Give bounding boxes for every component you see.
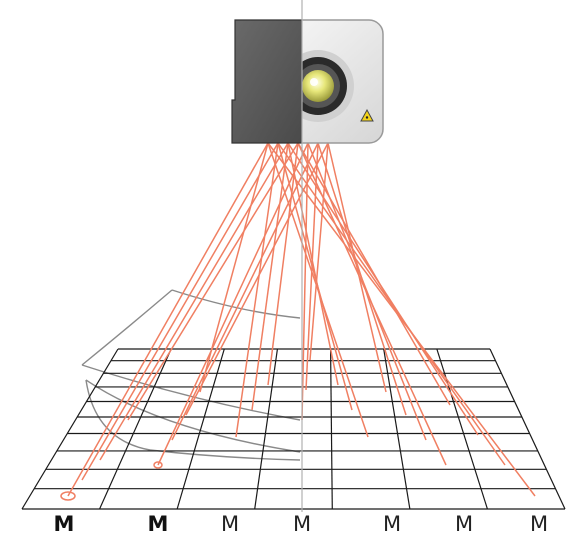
projection-beam <box>127 142 299 421</box>
projection-beams <box>60 142 536 501</box>
grid-column-line <box>436 348 489 510</box>
laser-warning-icon <box>360 108 374 122</box>
projection-beam <box>267 142 299 386</box>
projection-beam <box>251 142 289 411</box>
grid-column-line <box>383 348 411 510</box>
grid-column-line <box>254 348 279 510</box>
projection-beam <box>309 142 329 361</box>
beam-spot <box>153 461 163 469</box>
camera-lens <box>302 50 354 122</box>
projector-camera-icon <box>231 19 384 144</box>
projection-beam <box>267 142 536 497</box>
projection-beam <box>157 142 309 466</box>
projection-beam <box>99 142 289 461</box>
marker-label-2: M <box>147 512 169 536</box>
projection-beam <box>327 142 387 393</box>
projection-beam <box>171 142 319 441</box>
beam-spot <box>60 491 76 501</box>
projection-beam <box>81 142 279 481</box>
projection-beam <box>307 142 427 441</box>
grid-column-line <box>329 348 333 510</box>
marker-label-1: M <box>53 512 75 536</box>
grid-column-line <box>176 348 225 510</box>
grid-column-line <box>99 348 172 510</box>
projection-beam <box>317 142 407 416</box>
projection-beam <box>287 142 339 386</box>
marker-label-6: M <box>454 512 474 536</box>
marker-label-7: M <box>529 512 549 536</box>
grid-column-line <box>21 348 119 510</box>
projection-beam <box>235 142 279 438</box>
marker-label-3: M <box>220 512 240 536</box>
projection-beam <box>301 142 309 421</box>
projection-beam <box>297 142 451 406</box>
projection-beam <box>199 142 269 393</box>
grid-column-line <box>489 348 566 510</box>
projection-beam <box>67 142 269 497</box>
projection-beam <box>185 142 329 416</box>
marker-label-5: M <box>382 512 402 536</box>
marker-label-4: M <box>292 512 312 536</box>
